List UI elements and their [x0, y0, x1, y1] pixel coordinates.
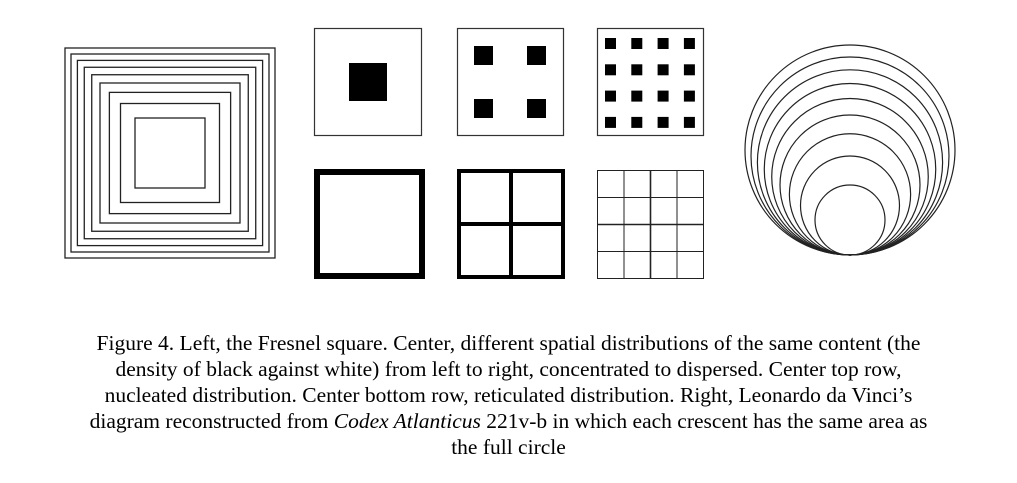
caption-line: nucleated distribution. Center bottom ro…	[104, 383, 913, 407]
fresnel-square-ring	[99, 82, 241, 224]
nucleated-dot	[657, 64, 669, 76]
nucleated-dot	[657, 90, 669, 102]
caption-italic-title: Codex Atlanticus	[333, 409, 481, 433]
caption-line: Figure 4. Left, the Fresnel square. Cent…	[96, 331, 921, 355]
nucleated-dot	[657, 116, 669, 128]
nucleated-dot	[605, 64, 616, 76]
nucleated-sixteen	[596, 27, 705, 137]
caption-text: diagram reconstructed from	[89, 409, 334, 433]
fresnel-square-ring	[91, 74, 249, 232]
nucleated-dot	[657, 38, 669, 49]
nucleated-dot	[605, 90, 616, 102]
fresnel-square	[64, 47, 276, 259]
nucleated-single	[313, 27, 423, 137]
nucleated-dot	[605, 116, 616, 128]
caption-line: diagram reconstructed from Codex Atlanti…	[0, 408, 1017, 434]
circle-ring	[744, 44, 956, 256]
nucleated-four	[456, 27, 565, 137]
reticulated-sixteen	[597, 170, 704, 279]
circle-ring	[788, 133, 912, 256]
reticulated-single	[314, 169, 425, 279]
nucleated-dot	[683, 64, 695, 76]
nucleated-dot	[683, 90, 695, 102]
fresnel-square-ring	[108, 91, 232, 215]
nucleated-dot	[631, 116, 643, 128]
nucleated-dot	[683, 38, 695, 49]
fresnel-square-ring	[64, 47, 276, 259]
circle-ring	[756, 69, 944, 256]
fresnel-square-ring	[70, 53, 270, 253]
nucleated-dot	[605, 38, 616, 49]
leonardo-circles	[744, 44, 956, 256]
caption-line: density of black against white) from lef…	[115, 357, 902, 381]
nucleated-dot	[683, 116, 695, 128]
nucleated-dot	[631, 38, 643, 49]
circle-ring	[814, 184, 886, 256]
nucleated-dot	[631, 64, 643, 76]
figure-caption: Figure 4. Left, the Fresnel square. Cent…	[0, 330, 1017, 460]
fresnel-square-ring	[76, 59, 264, 247]
circle-ring	[763, 82, 937, 256]
circle-ring	[799, 155, 901, 256]
caption-line: the full circle	[451, 435, 566, 459]
fresnel-square-ring	[83, 66, 257, 240]
fresnel-square-ring	[119, 102, 221, 204]
reticulated-four	[457, 169, 565, 279]
figure-diagram	[64, 27, 956, 279]
caption-text: 221v-b in which each crescent has the sa…	[480, 409, 928, 433]
fresnel-square-ring	[134, 117, 206, 189]
nucleated-dot	[631, 90, 643, 102]
circle-ring	[771, 97, 929, 256]
